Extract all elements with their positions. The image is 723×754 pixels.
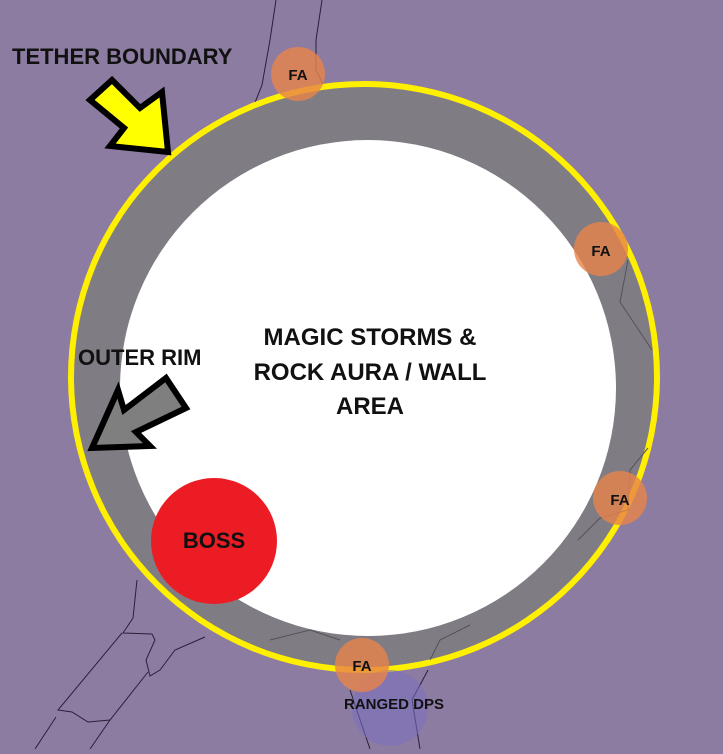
fa-circle bbox=[593, 471, 647, 525]
center-label-line1: MAGIC STORMS & bbox=[264, 324, 477, 351]
center-label-line2: ROCK AURA / WALL bbox=[254, 359, 487, 386]
fa-marker: FA bbox=[271, 47, 325, 101]
rim-crack bbox=[429, 624, 471, 661]
fa-circle bbox=[271, 47, 325, 101]
boss-marker bbox=[151, 478, 277, 604]
terrain-line bbox=[122, 579, 206, 677]
fa-label: FA bbox=[288, 67, 307, 84]
fa-marker: FA bbox=[335, 638, 389, 692]
fa-label: FA bbox=[610, 492, 629, 509]
terrain-line bbox=[251, 0, 277, 111]
fa-circle bbox=[335, 638, 389, 692]
fa-circle bbox=[574, 222, 628, 276]
ranged-dps-label: RANGED DPS bbox=[344, 696, 444, 713]
boss-label: BOSS bbox=[183, 528, 245, 553]
fa-label: FA bbox=[591, 243, 610, 260]
arrow-down-left-icon bbox=[87, 373, 191, 452]
outer-rim-label: OUTER RIM bbox=[78, 345, 201, 370]
fa-label: FA bbox=[352, 658, 371, 675]
arrow-down-right-icon bbox=[85, 75, 172, 156]
rim-crack bbox=[619, 259, 653, 351]
terrain-line bbox=[57, 632, 149, 723]
terrain-line bbox=[89, 719, 111, 750]
terrain-line bbox=[34, 716, 57, 750]
fa-marker: FA bbox=[593, 471, 647, 525]
tether-boundary-label: TETHER BOUNDARY bbox=[12, 44, 233, 69]
center-label-line3: AREA bbox=[336, 393, 404, 420]
rim-crack bbox=[269, 629, 341, 641]
fa-marker: FA bbox=[574, 222, 628, 276]
